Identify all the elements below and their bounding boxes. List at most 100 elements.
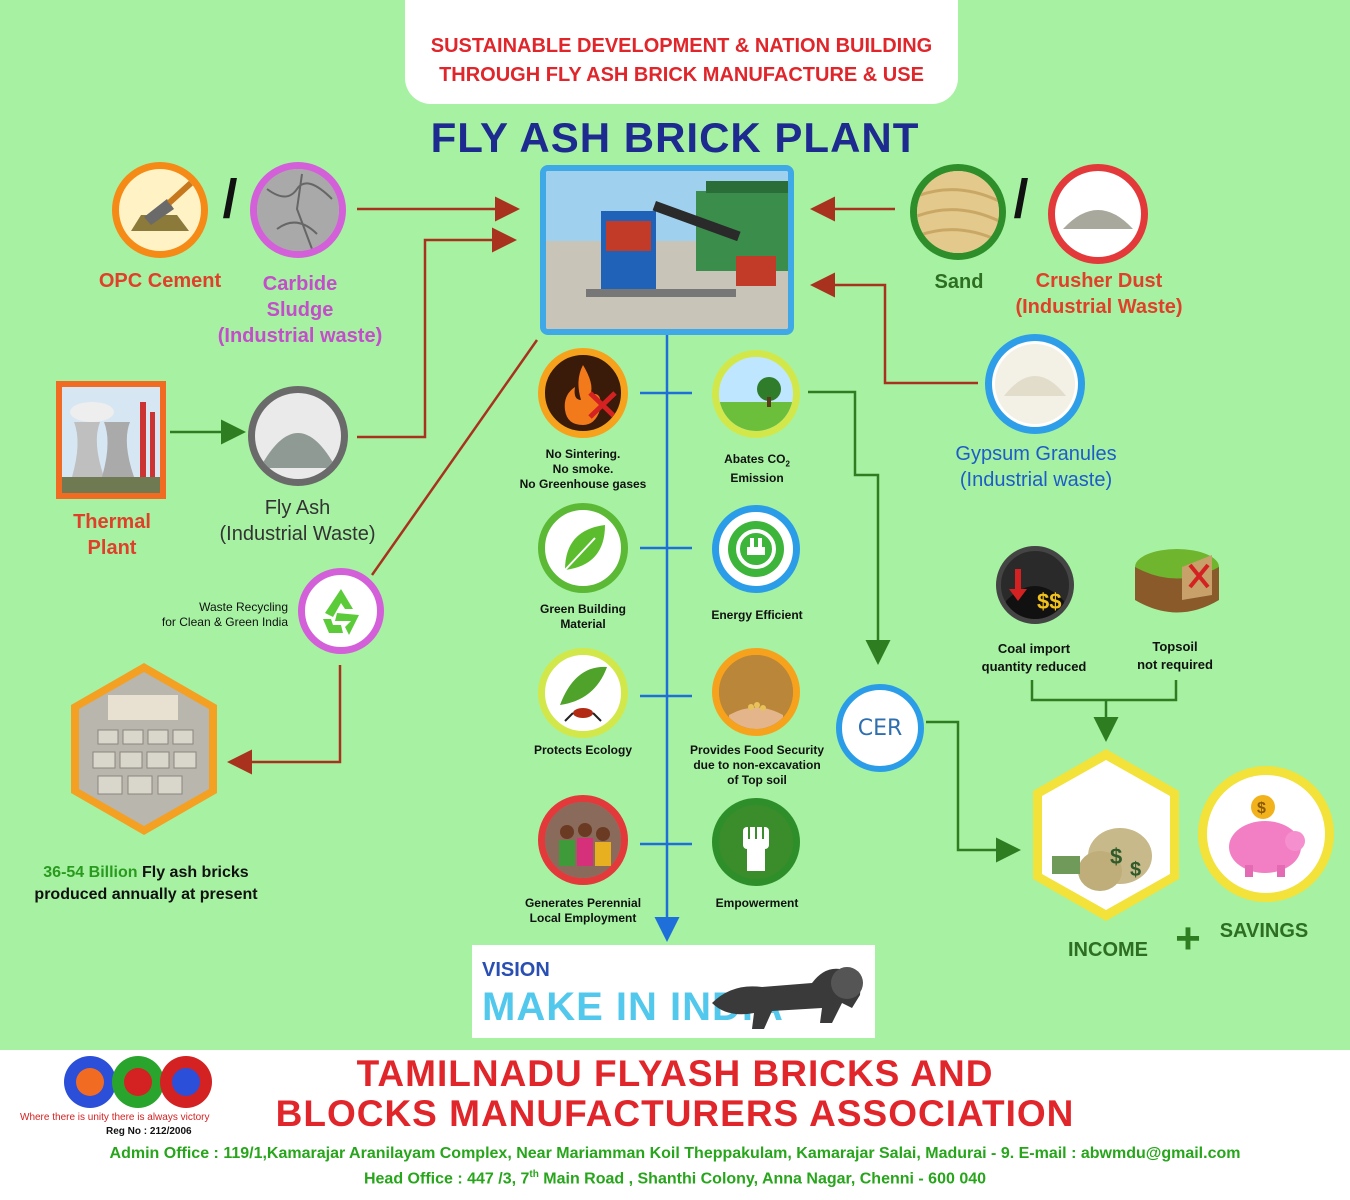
co2-line-2: Emission: [730, 471, 784, 486]
carbide-label-line-2: Sludge: [266, 299, 334, 321]
coal-import-label: Coal import quantity reduced: [970, 640, 1098, 676]
empowerment-label: Empowerment: [715, 896, 799, 910]
coal-import-circle: $$: [996, 546, 1074, 624]
fire-crossed-icon: [564, 365, 617, 425]
sinter-line-1: No Sintering.: [545, 447, 621, 461]
thermal-plant-label: Thermal Plant: [60, 509, 164, 561]
savings-circle: $: [1198, 766, 1334, 902]
arrow-recycle-to-bricks: [227, 665, 342, 775]
dust-pile-icon: [1063, 210, 1133, 229]
green-line-1: Green Building: [539, 602, 626, 616]
tree-landscape-icon: [719, 377, 793, 431]
green-building-label: Green Building Material: [518, 602, 648, 632]
emp-line-1: Generates Perennial: [524, 896, 642, 910]
income-label: INCOME: [1068, 939, 1148, 961]
gypsum-circle: [985, 334, 1085, 434]
crusher-label-line-2: (Industrial Waste): [1015, 296, 1183, 318]
abates-co2-label: Abates CO2 Emission: [690, 452, 824, 486]
topsoil-line-1: Topsoil: [1152, 639, 1198, 654]
opc-cement-label: OPC Cement: [98, 270, 222, 292]
footer: Where there is unity there is always vic…: [0, 1050, 1350, 1200]
savings-label: SAVINGS: [1219, 920, 1309, 942]
fly-ash-circle: [248, 386, 348, 486]
fly-ash-brick-plant-image: [540, 165, 794, 335]
food-line-3: of Top soil: [727, 773, 787, 787]
crusher-dust-label: Crusher Dust (Industrial Waste): [1003, 268, 1195, 320]
carbide-sludge-circle: [250, 162, 346, 258]
ash-pile-icon: [260, 433, 336, 468]
employment-label: Generates Perennial Local Employment: [508, 896, 658, 926]
raised-fist-icon: [743, 827, 769, 871]
vision-label: VISION: [482, 959, 550, 981]
footer-reg: Reg No : 212/2006: [106, 1126, 192, 1137]
arrow-co2-to-cer: [808, 390, 891, 665]
energy-plug-icon: [728, 521, 784, 577]
green-building-circle: [538, 503, 628, 593]
thermal-plant-image: [56, 381, 166, 499]
green-line-2: Material: [560, 617, 606, 631]
make-in-india-banner: VISION MAKE IN INDIA: [472, 945, 875, 1038]
page-title: FLY ASH BRICK PLANT: [430, 114, 920, 161]
carbide-label-line-1: Carbide: [262, 273, 338, 295]
bricks-highlight: 36-54 Billion: [43, 864, 138, 881]
sand-circle: [910, 164, 1006, 260]
plus-sign: +: [1175, 914, 1201, 963]
sand-dunes-icon: [917, 171, 999, 253]
arrow-cer-to-income: [926, 720, 1021, 863]
protects-ecology-circle: [538, 648, 628, 738]
empowerment-circle: [712, 798, 800, 886]
fly-ash-label-line-1: Fly Ash: [264, 497, 331, 519]
co2-subscript: 2: [785, 459, 790, 469]
gypsum-label: Gypsum Granules (Industrial waste): [938, 441, 1134, 493]
svg-text:$: $: [1110, 844, 1122, 869]
footer-motto: Where there is unity there is always vic…: [20, 1112, 210, 1123]
crusher-dust-circle: [1048, 164, 1148, 264]
cer-text: CER: [857, 715, 903, 741]
co2-line-1: Abates CO: [724, 452, 786, 466]
leaf-icon: [564, 525, 605, 571]
abates-co2-circle: [712, 350, 800, 438]
emp-line-2: Local Employment: [529, 911, 637, 925]
thermal-label-line-2: Plant: [87, 537, 137, 559]
association-name-line-2: BLOCKS MANUFACTURERS ASSOCIATION: [275, 1093, 1075, 1134]
trowel-icon: [131, 180, 194, 231]
coal-line-2: quantity reduced: [981, 659, 1087, 674]
lion-icon: [712, 967, 863, 1029]
carbide-label-line-3: (Industrial waste): [217, 325, 383, 347]
admin-office-address: Admin Office : 119/1,Kamarajar Aranilaya…: [109, 1145, 1241, 1162]
header-banner: SUSTAINABLE DEVELOPMENT & NATION BUILDIN…: [405, 0, 958, 104]
bricks-annual-label: 36-54 Billion Fly ash bricks produced an…: [22, 862, 270, 906]
recycle-label-line-2: for Clean & Green India: [161, 615, 288, 629]
gypsum-label-line-2: (Industrial waste): [959, 469, 1113, 491]
topsoil-label: Topsoil not required: [1120, 638, 1230, 674]
gypsum-granules-icon: [995, 344, 1075, 424]
head-office-address: Head Office : 447 /3, 7th Main Road , Sh…: [0, 1169, 1350, 1188]
workers-group-icon: [545, 802, 621, 878]
sinter-line-2: No smoke.: [552, 462, 614, 476]
recycle-icon: [323, 589, 359, 635]
income-hexagon: $ $: [1033, 749, 1179, 921]
bricks-line-2: produced annually at present: [34, 886, 258, 903]
association-name-line-1: TAMILNADU FLYASH BRICKS AND: [356, 1053, 994, 1094]
coal-line-1: Coal import: [997, 641, 1071, 656]
header-line-2: THROUGH FLY ASH BRICK MANUFACTURE & USE: [439, 64, 924, 86]
slash-separator-right: /: [1013, 169, 1029, 229]
association-logo: [64, 1056, 212, 1108]
bricks-line-1-rest: Fly ash bricks: [137, 864, 249, 881]
crusher-label-line-1: Crusher Dust: [1035, 270, 1163, 292]
recycle-circle: [298, 568, 384, 654]
head-office-sup: th: [529, 1169, 539, 1180]
coal-dollar-icon: $$: [1006, 569, 1064, 619]
head-office-pre: Head Office : 447 /3, 7: [363, 1170, 530, 1188]
topsoil-icon: [1135, 549, 1219, 613]
sand-label: Sand: [934, 271, 984, 293]
employment-circle: [538, 795, 628, 885]
food-line-1: Provides Food Security: [689, 743, 825, 757]
topsoil-line-2: not required: [1137, 657, 1213, 672]
carbide-sludge-label: Carbide Sludge (Industrial waste): [205, 271, 395, 349]
grain-hand-icon: [719, 655, 793, 729]
opc-cement-circle: [112, 162, 208, 258]
svg-text:$$: $$: [1037, 589, 1061, 614]
association-name: TAMILNADU FLYASH BRICKS AND BLOCKS MANUF…: [260, 1054, 1090, 1134]
no-sintering-circle: [538, 348, 628, 438]
